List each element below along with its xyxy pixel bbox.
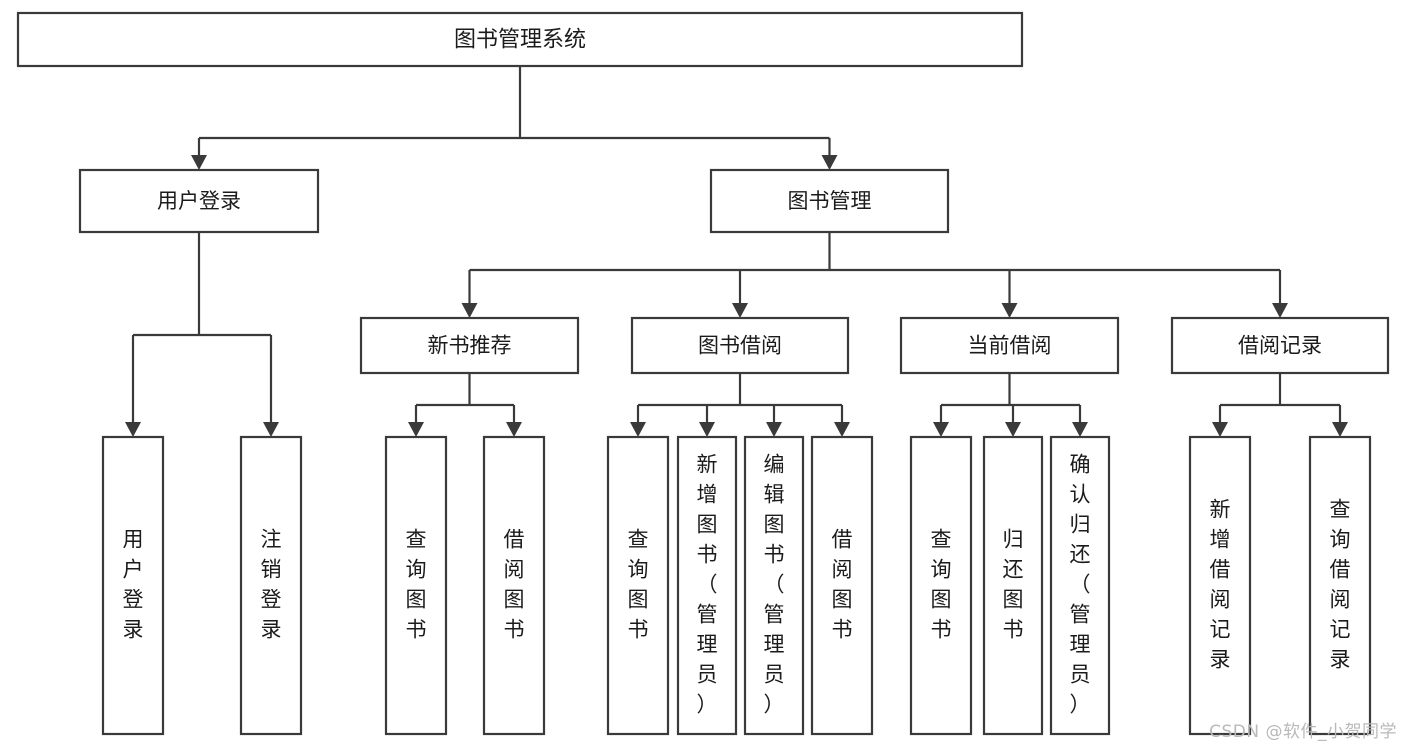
leaf-label: 新增图书（管理员） — [697, 453, 718, 717]
leaf-label: 查询图书 — [931, 528, 952, 642]
node-rect — [676, 435, 738, 736]
node-rect — [982, 435, 1044, 736]
leaf-label: 新增借阅记录 — [1210, 498, 1231, 672]
node-label: 用户登录 — [157, 189, 241, 213]
leaf-label: 编辑图书（管理员） — [764, 453, 785, 717]
leaf-node-leaf-query-book-2[interactable]: 查询图书 — [606, 435, 670, 736]
leaf-node-leaf-edit-book[interactable]: 编辑图书（管理员） — [743, 435, 805, 736]
leaf-node-leaf-return-book[interactable]: 归还图书 — [982, 435, 1044, 736]
arrow-head — [1072, 422, 1088, 437]
node-rect — [1188, 435, 1252, 736]
node-label: 新书推荐 — [428, 334, 512, 358]
leaf-node-leaf-add-book[interactable]: 新增图书（管理员） — [676, 435, 738, 736]
arrow-head — [834, 422, 850, 437]
arrow-head — [191, 155, 207, 170]
leaf-label: 查询图书 — [406, 528, 427, 642]
leaf-label: 确认归还（管理员） — [1070, 453, 1091, 717]
node-rect — [709, 168, 950, 234]
root-node-system[interactable]: 图书管理系统 — [16, 11, 1024, 68]
leaf-node-leaf-add-record[interactable]: 新增借阅记录 — [1188, 435, 1252, 736]
level2-node-user-login[interactable]: 用户登录 — [78, 168, 320, 234]
node-rect — [899, 316, 1120, 375]
arrow-head — [766, 422, 782, 437]
node-rect — [1049, 435, 1111, 736]
node-rect — [606, 435, 670, 736]
arrow-head — [461, 303, 478, 318]
leaf-label: 查询图书 — [628, 528, 649, 642]
node-label: 图书管理 — [788, 189, 872, 213]
node-rect — [16, 11, 1024, 68]
level3-node-book-borrow[interactable]: 图书借阅 — [630, 316, 850, 375]
leaf-node-leaf-borrow-book-1[interactable]: 借阅图书 — [482, 435, 546, 736]
arrow-head — [506, 422, 522, 437]
node-rect — [1170, 316, 1390, 375]
arrow-head — [1332, 422, 1348, 437]
arrow-head — [699, 422, 715, 437]
level3-node-new-book-rec[interactable]: 新书推荐 — [359, 316, 580, 375]
node-label: 图书借阅 — [698, 334, 782, 358]
leaf-node-leaf-confirm-return[interactable]: 确认归还（管理员） — [1049, 435, 1111, 736]
node-label: 图书管理系统 — [454, 28, 586, 53]
leaf-label: 归还图书 — [1003, 528, 1024, 642]
arrow-head — [630, 422, 646, 437]
leaf-node-leaf-query-book-3[interactable]: 查询图书 — [909, 435, 973, 736]
arrow-head — [263, 422, 279, 437]
leaf-node-leaf-borrow-book-2[interactable]: 借阅图书 — [810, 435, 874, 736]
leaf-label: 查询借阅记录 — [1330, 498, 1351, 672]
arrow-head — [821, 155, 838, 170]
arrow-head — [408, 422, 424, 437]
arrow-head — [125, 422, 141, 437]
node-rect — [239, 435, 303, 736]
arrow-head — [732, 303, 748, 318]
leaf-label: 借阅图书 — [504, 528, 525, 642]
node-rect — [909, 435, 973, 736]
leaf-node-leaf-user-logout[interactable]: 注销登录 — [239, 435, 303, 736]
arrow-head — [1212, 422, 1228, 437]
node-rect — [78, 168, 320, 234]
node-rect — [743, 435, 805, 736]
node-rect — [359, 316, 580, 375]
leaf-node-leaf-user-login[interactable]: 用户登录 — [101, 435, 165, 736]
node-rect — [384, 435, 448, 736]
level3-node-borrow-record[interactable]: 借阅记录 — [1170, 316, 1390, 375]
node-label: 当前借阅 — [968, 334, 1052, 358]
level2-node-book-manage[interactable]: 图书管理 — [709, 168, 950, 234]
arrow-head — [933, 422, 949, 437]
leaf-label: 注销登录 — [261, 528, 282, 642]
arrow-head — [1005, 422, 1021, 437]
leaf-node-leaf-query-record[interactable]: 查询借阅记录 — [1308, 435, 1372, 736]
leaf-label: 借阅图书 — [832, 528, 853, 642]
csdn-watermark: CSDN @软件_小贺同学 — [1209, 722, 1397, 742]
node-label: 借阅记录 — [1238, 334, 1322, 358]
arrow-head — [1272, 303, 1288, 318]
node-rect — [630, 316, 850, 375]
node-rect — [482, 435, 546, 736]
node-rect — [101, 435, 165, 736]
level3-node-current-borrow[interactable]: 当前借阅 — [899, 316, 1120, 375]
node-rect — [810, 435, 874, 736]
node-rect — [1308, 435, 1372, 736]
arrow-head — [1001, 303, 1018, 318]
leaf-label: 用户登录 — [123, 528, 144, 642]
leaf-node-leaf-query-book-1[interactable]: 查询图书 — [384, 435, 448, 736]
